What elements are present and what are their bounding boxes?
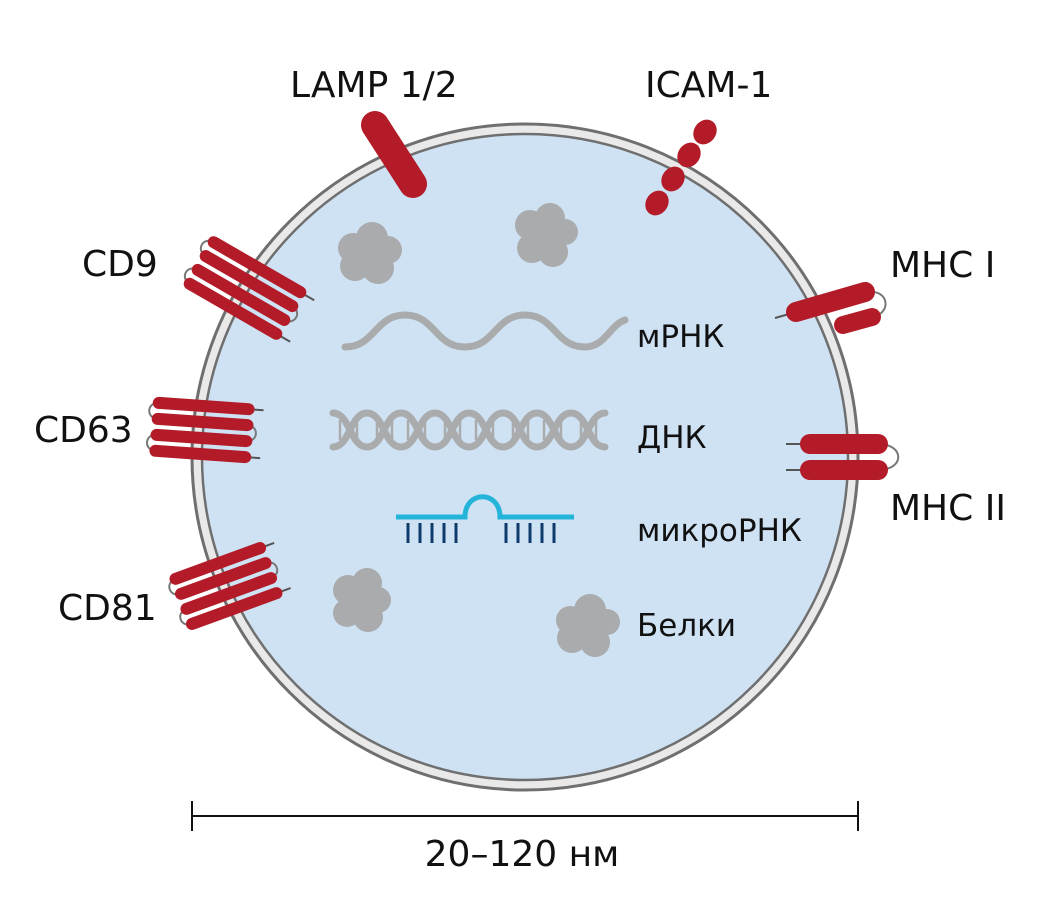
mhc2-protein	[786, 434, 899, 480]
cd63-label: CD63	[34, 410, 133, 451]
cd81-protein	[168, 541, 291, 630]
lamp-label: LAMP 1/2	[290, 65, 458, 106]
scale-bar	[191, 801, 859, 831]
protein-blob-4	[556, 594, 620, 657]
mhc1-label: MHC I	[890, 245, 995, 286]
mrna-strand	[341, 311, 629, 351]
cd9-label: CD9	[82, 244, 158, 285]
icam-protein	[645, 119, 717, 216]
mirna-label: микроРНК	[637, 513, 802, 549]
mhc1-protein	[774, 282, 887, 334]
proteins-label: Белки	[637, 608, 736, 644]
protein-blob-2	[515, 203, 578, 267]
mhc2-label: MHC II	[890, 488, 1006, 529]
mrna-label: мРНК	[637, 319, 724, 355]
mirna-hairpin	[396, 494, 574, 543]
protein-blob-1	[338, 222, 402, 284]
cd9-protein	[183, 236, 315, 343]
size-label: 20–120 нм	[425, 834, 620, 875]
protein-blob-3	[333, 568, 391, 632]
cd63-protein	[146, 396, 264, 464]
dna-helix	[329, 409, 609, 451]
dna-label: ДНК	[637, 420, 707, 456]
lamp-protein	[361, 111, 427, 198]
cd81-label: CD81	[58, 588, 157, 629]
icam-label: ICAM-1	[645, 65, 772, 106]
